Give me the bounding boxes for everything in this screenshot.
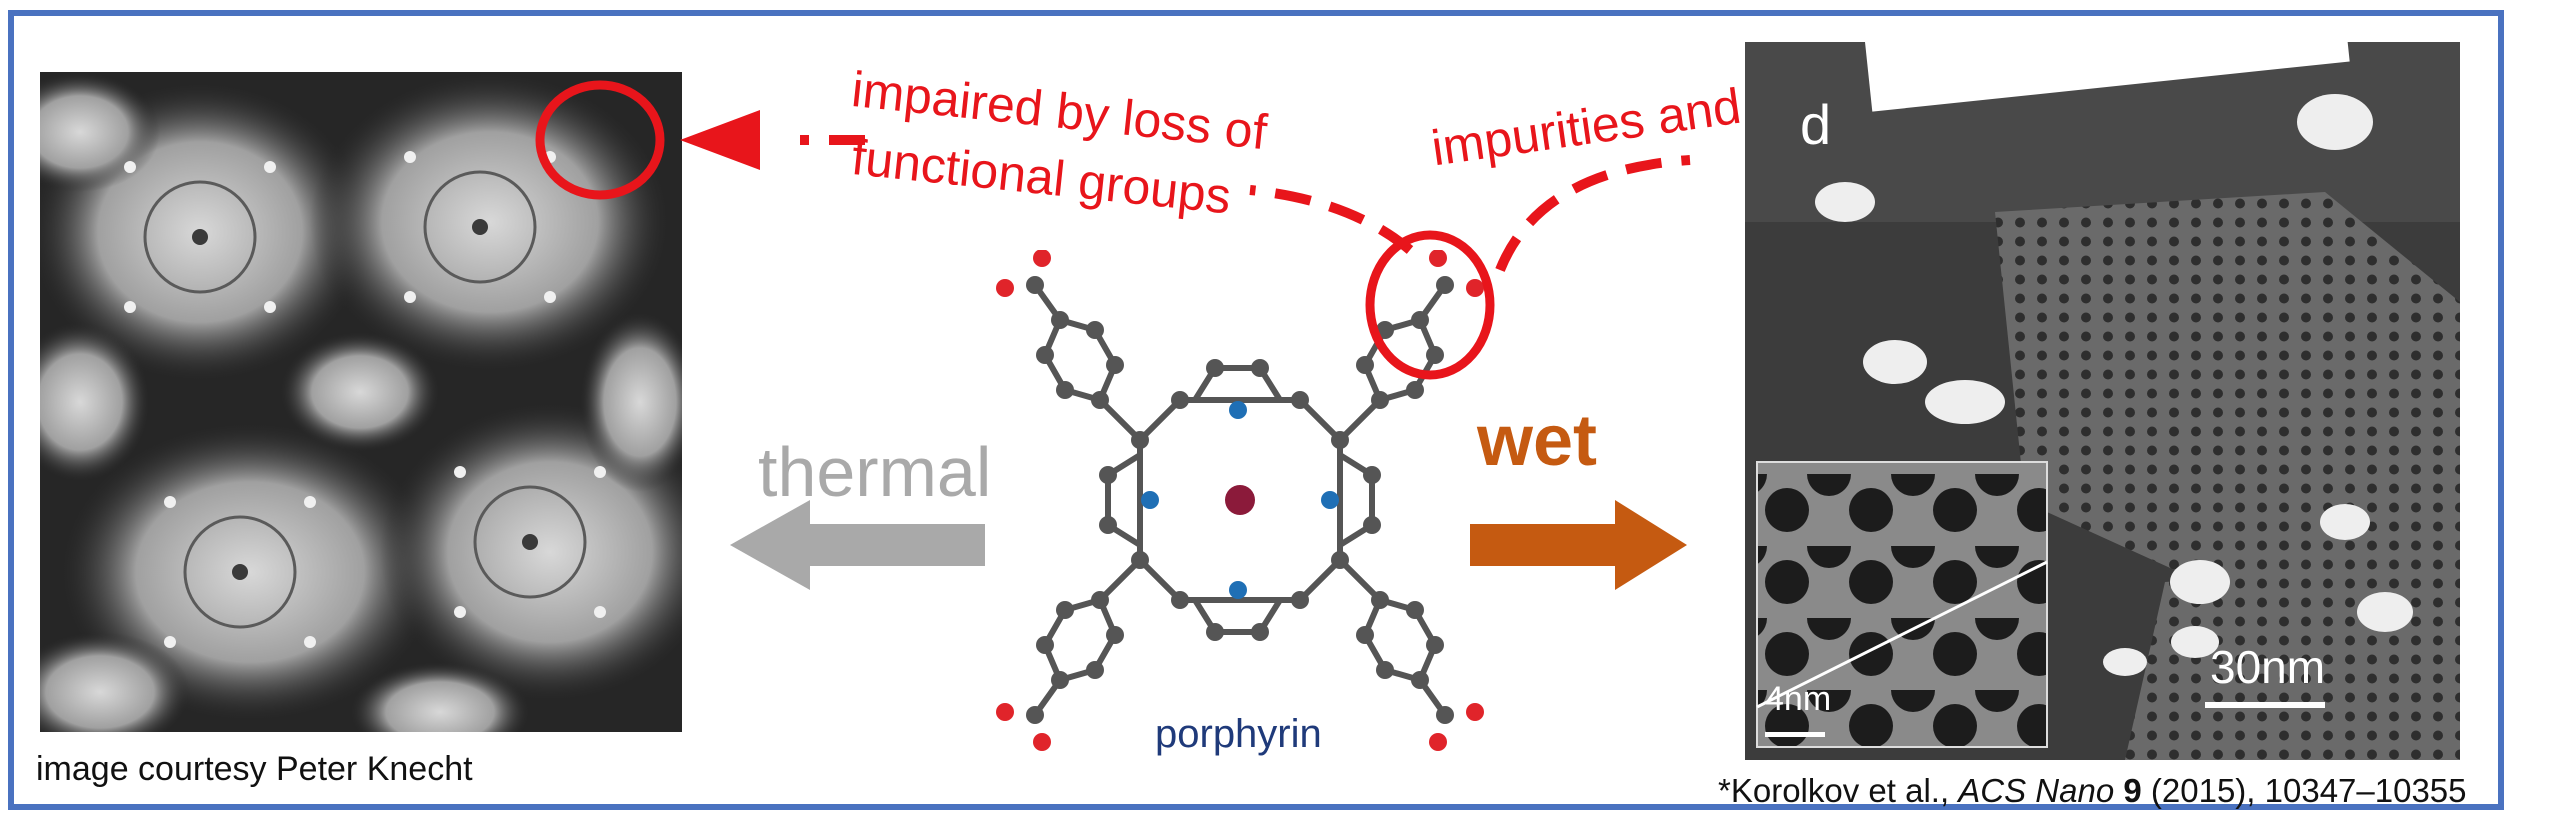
image-credit: image courtesy Peter Knecht: [36, 750, 473, 788]
thermal-arrow: [730, 500, 985, 590]
figure-frame: [8, 10, 2504, 810]
wet-label: wet: [1477, 401, 1598, 481]
wet-arrow: [1470, 500, 1687, 590]
porphyrin-molecule: [996, 250, 1484, 751]
stm-image-thermal: [40, 72, 682, 732]
thermal-label: thermal: [758, 433, 992, 511]
loss-arrow: [680, 110, 1414, 254]
defect-highlight-circle-molecule: [1365, 230, 1495, 380]
defect-highlight-circle-left: [535, 80, 665, 200]
reference-volume: 9: [2123, 772, 2142, 809]
reference-journal: ACS Nano: [1958, 772, 2115, 809]
scale-label-inset: 4nm: [1765, 680, 1832, 718]
reference-authors: *Korolkov et al.,: [1718, 772, 1959, 809]
panel-letter: d: [1800, 93, 1832, 156]
stm-thermal-svg: [40, 72, 682, 732]
porphyrin-label: porphyrin: [1155, 712, 1322, 756]
stm-image-wet: [1745, 42, 2460, 760]
reference-citation: *Korolkov et al., ACS Nano 9 (2015), 103…: [1718, 772, 2467, 810]
scale-label-main: 30nm: [2210, 641, 2326, 693]
reference-details: (2015), 10347–10355: [2141, 772, 2467, 809]
stm-wet-svg: [1745, 42, 2460, 760]
